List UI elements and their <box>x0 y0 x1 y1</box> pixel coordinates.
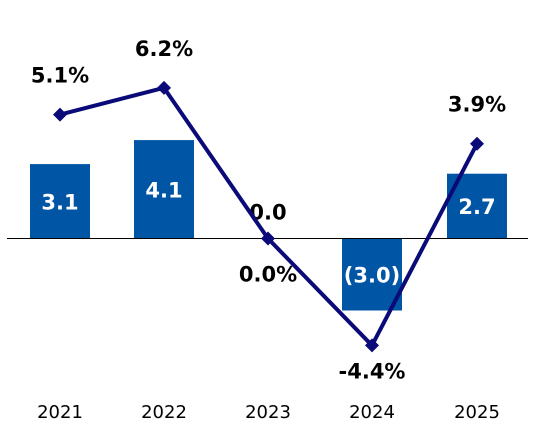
line-marker-2024 <box>365 338 379 353</box>
line-value-label-2024: -4.4% <box>339 359 406 383</box>
x-axis-tick-labels: 2021 2022 2023 2024 2025 <box>37 402 500 423</box>
bar-2021 <box>30 164 90 239</box>
x-tick-label-2024: 2024 <box>349 402 395 423</box>
bar-2024 <box>342 238 402 311</box>
line-markers <box>53 80 484 353</box>
bar-value-label-2025: 2.7 <box>458 195 495 219</box>
bar-series <box>30 140 507 311</box>
line-data-labels: 5.1% 6.2% 0.0% -4.4% 3.9% <box>31 37 506 384</box>
line-value-label-2021: 5.1% <box>31 64 89 88</box>
bar-value-label-2024: (3.0) <box>344 264 400 288</box>
line-marker-2025 <box>470 136 484 151</box>
x-tick-label-2025: 2025 <box>454 402 500 423</box>
line-value-label-2023: 0.0% <box>239 263 297 287</box>
x-tick-label-2021: 2021 <box>37 402 83 423</box>
line-marker-2023 <box>261 231 275 246</box>
x-tick-label-2023: 2023 <box>245 402 291 423</box>
line-marker-2021 <box>53 107 67 122</box>
line-value-label-2025: 3.9% <box>448 93 506 117</box>
bar-2022 <box>134 140 194 239</box>
bar-value-label-2022: 4.1 <box>145 178 182 202</box>
line-value-label-2022: 6.2% <box>135 37 193 61</box>
line-marker-2022 <box>157 80 171 95</box>
x-tick-label-2022: 2022 <box>141 402 187 423</box>
bar-value-label-2021: 3.1 <box>41 190 78 214</box>
